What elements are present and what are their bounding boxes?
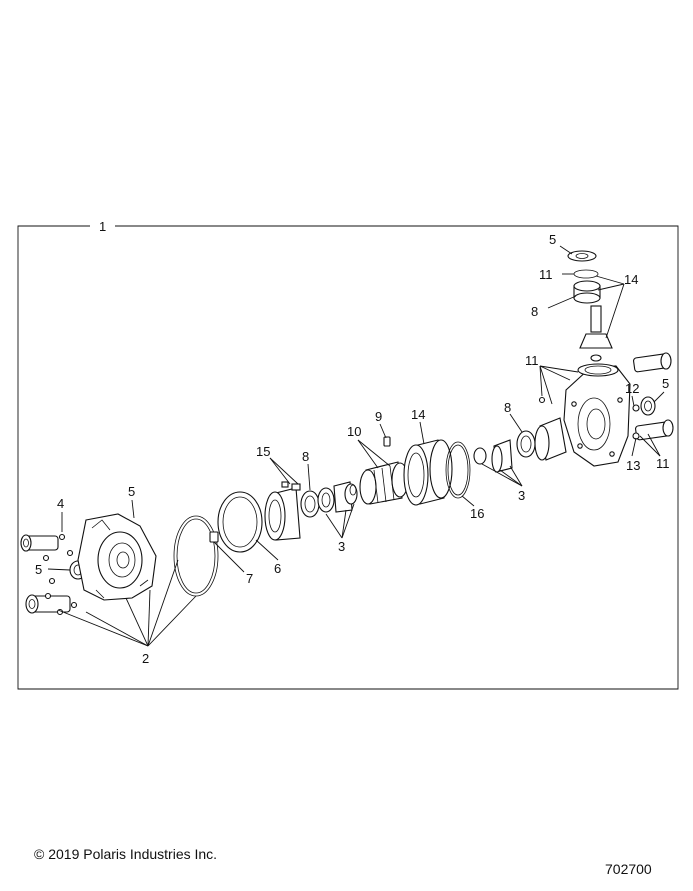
- callout-5-right: 5: [662, 376, 669, 391]
- left-bolts: [42, 533, 78, 616]
- gasket-ring: [173, 515, 219, 597]
- callout-8-top: 8: [531, 304, 538, 319]
- pinion-seal: [567, 250, 597, 262]
- callout-9: 9: [375, 409, 382, 424]
- callout-5-left: 5: [35, 562, 42, 577]
- bearing-left: [300, 487, 335, 518]
- bearing-cup: [534, 417, 567, 461]
- pin: [383, 436, 391, 447]
- roll-cage: [359, 461, 409, 505]
- pinion-bearing: [573, 280, 601, 304]
- callout-3-left: 3: [338, 539, 345, 554]
- callout-6: 6: [274, 561, 281, 576]
- callout-16: 16: [470, 506, 484, 521]
- main-gearcase-housing: [563, 363, 631, 467]
- left-axle-upper: [20, 534, 59, 552]
- gasket-right: [445, 441, 471, 499]
- callout-1: 1: [99, 219, 106, 234]
- bearing-right: [473, 430, 536, 473]
- left-housing-cover: [77, 513, 157, 601]
- copyright-notice: © 2019 Polaris Industries Inc.: [34, 846, 218, 862]
- callout-11-top: 11: [539, 267, 553, 282]
- right-axle-lower: [635, 419, 674, 441]
- callout-13: 13: [626, 458, 640, 473]
- callout-7: 7: [246, 571, 253, 586]
- bearing-cone: [333, 481, 358, 513]
- leader-lines: [47, 245, 665, 647]
- callout-12: 12: [625, 381, 639, 396]
- right-small-parts: [538, 396, 640, 440]
- callout-10: 10: [347, 424, 361, 439]
- coil-housing: [264, 481, 301, 541]
- callout-14-top: 14: [624, 272, 638, 287]
- assembly-frame: [17, 225, 679, 690]
- callout-2: 2: [142, 651, 149, 666]
- callout-5-top: 5: [549, 232, 556, 247]
- callout-8-left: 8: [302, 449, 309, 464]
- callout-4: 4: [57, 496, 64, 511]
- pinion-gear: [579, 305, 613, 362]
- callout-3-right: 3: [518, 488, 525, 503]
- callout-15: 15: [256, 444, 270, 459]
- ring-gear: [403, 439, 453, 506]
- right-seal: [640, 396, 656, 416]
- retaining-clip: [209, 531, 219, 543]
- callout-5-cover: 5: [128, 484, 135, 499]
- document-number: 702700: [605, 861, 652, 877]
- pinion-snap-ring: [573, 269, 599, 279]
- armature-plate: [217, 491, 263, 553]
- callout-8-right: 8: [504, 400, 511, 415]
- callout-11-mid: 11: [525, 353, 539, 368]
- right-axle-upper: [633, 352, 672, 373]
- callout-14-mid: 14: [411, 407, 425, 422]
- callout-11-right: 11: [656, 456, 670, 471]
- left-axle-lower: [25, 594, 71, 614]
